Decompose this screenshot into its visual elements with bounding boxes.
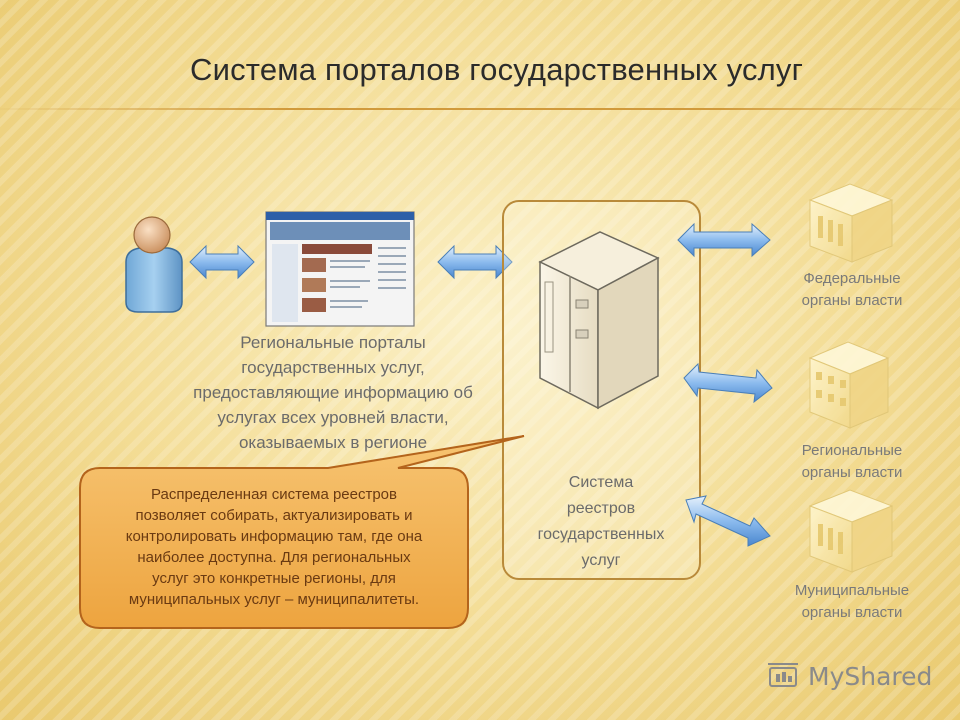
watermark-text: MyShared bbox=[808, 661, 933, 691]
callout-line: позволяет собирать, актуализировать и bbox=[135, 507, 413, 524]
arrow-portal-registry bbox=[437, 244, 513, 280]
portal-caption-line: предоставляющие информацию об bbox=[193, 383, 473, 402]
watermark: MyShared bbox=[768, 656, 938, 696]
server-icon bbox=[538, 231, 660, 410]
callout-line: услуг это конкретные регионы, для bbox=[152, 570, 396, 587]
building-icon-regional bbox=[808, 341, 890, 429]
title-divider bbox=[0, 108, 960, 110]
callout-line: муниципальных услуг – муниципалитеты. bbox=[128, 591, 420, 608]
org-label-municipal: Муниципальные органы власти bbox=[782, 580, 922, 624]
org-label-line: Федеральные bbox=[803, 270, 901, 287]
portal-caption-line: услугах всех уровней власти, bbox=[217, 408, 449, 427]
org-label-line: органы власти bbox=[801, 292, 903, 309]
callout-line: контролировать информацию там, где она bbox=[125, 528, 423, 545]
registry-caption-line: Система bbox=[568, 474, 634, 491]
portal-caption-line: государственных услуг, bbox=[241, 358, 425, 377]
org-label-line: органы власти bbox=[801, 604, 903, 621]
portal-caption: Региональные порталы государственных усл… bbox=[160, 330, 506, 455]
logo-icon bbox=[768, 663, 798, 687]
registry-caption-line: реестров bbox=[566, 500, 636, 517]
registry-caption-line: государственных bbox=[537, 526, 665, 543]
registry-caption-line: услуг bbox=[581, 552, 621, 569]
org-label-line: Региональные bbox=[801, 442, 903, 459]
portal-caption-line: Региональные порталы bbox=[240, 333, 426, 352]
arrow-registry-federal bbox=[677, 222, 771, 258]
arrow-registry-municipal bbox=[685, 495, 771, 547]
page-title: Система порталов государственных услуг bbox=[190, 52, 804, 87]
registry-caption: Система реестров государственных услуг bbox=[516, 470, 686, 574]
callout-line: Распределенная система реестров bbox=[150, 486, 397, 503]
callout-text: Распределенная система реестров позволяе… bbox=[96, 484, 452, 610]
callout-line: наиболее доступна. Для региональных bbox=[137, 549, 411, 566]
arrow-registry-regional bbox=[683, 362, 773, 404]
org-label-line: Муниципальные bbox=[794, 582, 910, 599]
building-icon-federal bbox=[808, 183, 894, 263]
callout-box bbox=[79, 435, 525, 629]
org-label-federal: Федеральные органы власти bbox=[782, 268, 922, 312]
webpage-icon bbox=[265, 211, 415, 327]
user-icon bbox=[125, 216, 183, 313]
org-label-line: органы власти bbox=[801, 464, 903, 481]
arrow-user-portal bbox=[189, 244, 255, 280]
org-label-regional: Региональные органы власти bbox=[782, 440, 922, 484]
portal-caption-line: оказываемых в регионе bbox=[238, 433, 428, 452]
building-icon-municipal bbox=[808, 489, 894, 573]
